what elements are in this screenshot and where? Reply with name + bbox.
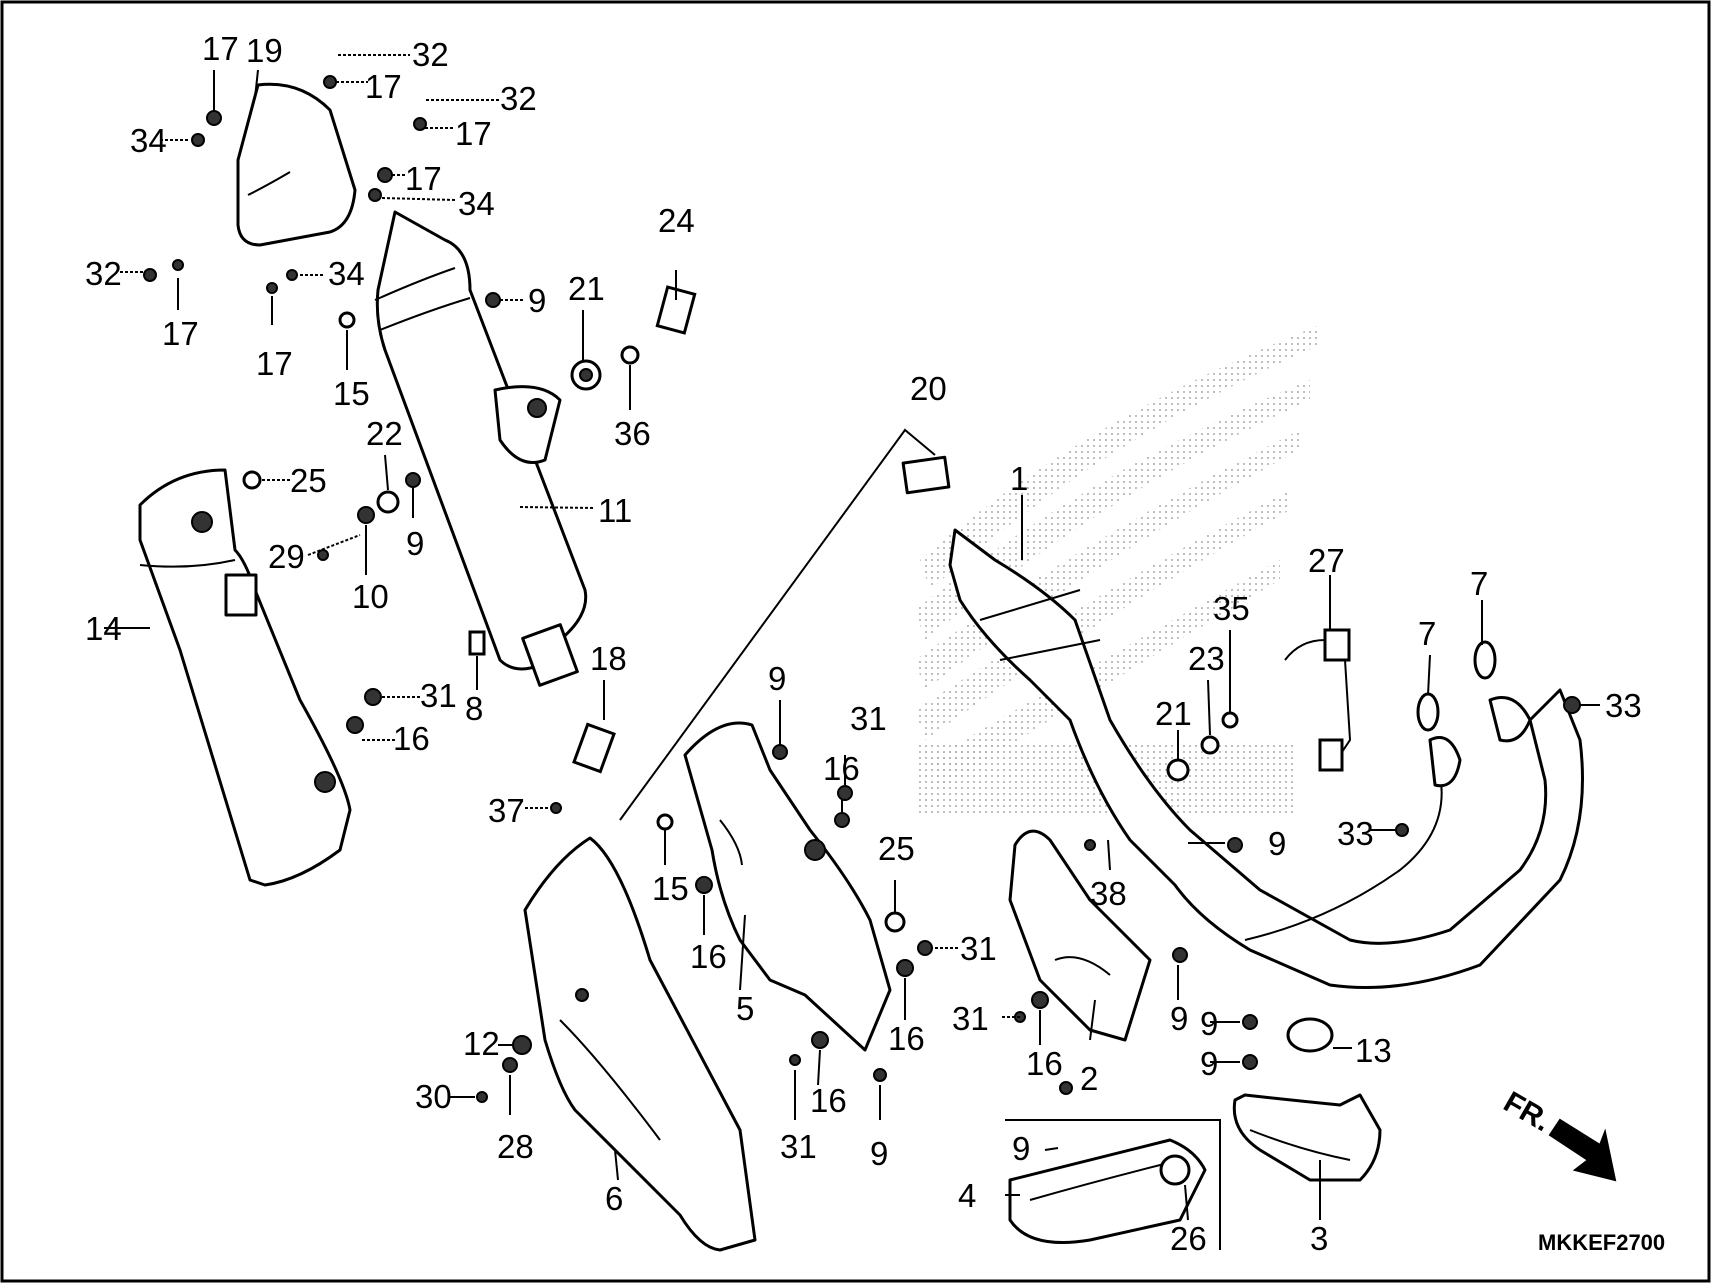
- callout-label: 15: [652, 870, 689, 907]
- callout-label: 2: [1080, 1060, 1098, 1097]
- callout-label: 32: [85, 255, 122, 292]
- callout-label: 1: [1010, 460, 1028, 497]
- callout-label: 12: [463, 1025, 500, 1062]
- front-direction-arrow: FR.: [1498, 1085, 1617, 1182]
- callout-label: 35: [1213, 590, 1250, 627]
- callout-label: 17: [365, 68, 402, 105]
- part-4-shield: [1005, 1119, 1221, 1250]
- callout-label: 33: [1605, 687, 1642, 724]
- callout-labels: 17 19 32 17 32 17 34 17 34 32 34 17 17 9…: [85, 30, 1642, 1257]
- callout-label: 9: [1170, 1000, 1188, 1037]
- callout-label: 8: [465, 690, 483, 727]
- callout-label: 32: [500, 80, 537, 117]
- callout-label: 17: [202, 30, 239, 67]
- diagram-code: MKKEF2700: [1538, 1230, 1665, 1255]
- callout-label: 18: [590, 640, 627, 677]
- callout-label: 17: [455, 115, 492, 152]
- part-6-lower-guard: [523, 836, 757, 1252]
- part-11-muffler: [374, 210, 588, 687]
- callout-label: 34: [328, 255, 365, 292]
- callout-label: 21: [568, 270, 605, 307]
- callout-label: 9: [870, 1135, 888, 1172]
- hardware: [143, 75, 1581, 1186]
- part-14-heat-guard: [138, 468, 352, 887]
- part-7-gasket-a: [1416, 692, 1440, 732]
- part-2-guard: [1008, 829, 1152, 1042]
- callout-label: 29: [268, 538, 305, 575]
- callout-label: 25: [290, 462, 327, 499]
- part-5-heat-guard: [683, 721, 892, 1052]
- callout-label: 21: [1155, 695, 1192, 732]
- callout-label: 16: [810, 1082, 847, 1119]
- part-13-ring: [1286, 1017, 1334, 1053]
- callout-label: 25: [878, 830, 915, 867]
- part-27-sensor: [1284, 628, 1352, 772]
- callout-label: 31: [420, 677, 457, 714]
- front-direction-label: FR.: [1498, 1085, 1556, 1138]
- callout-label: 9: [528, 282, 546, 319]
- part-3-shield: [1232, 1093, 1382, 1182]
- callout-label: 32: [412, 36, 449, 73]
- callout-label: 11: [598, 492, 632, 529]
- callout-label: 22: [366, 415, 403, 452]
- callout-label: 30: [415, 1078, 452, 1115]
- callout-label: 6: [605, 1180, 623, 1217]
- callout-label: 26: [1170, 1220, 1207, 1257]
- callout-label: 27: [1308, 542, 1345, 579]
- callout-label: 14: [85, 610, 122, 647]
- callout-label: 15: [333, 375, 370, 412]
- arrow-icon: [1548, 1118, 1617, 1182]
- callout-label: 7: [1418, 615, 1436, 652]
- callout-label: 3: [1310, 1220, 1328, 1257]
- callout-label: 37: [488, 792, 525, 829]
- callout-label: 33: [1337, 815, 1374, 852]
- part-19-cover: [236, 82, 357, 247]
- callout-label: 16: [888, 1020, 925, 1057]
- callout-label: 9: [1268, 825, 1286, 862]
- callout-label: 31: [960, 930, 997, 967]
- callout-label: 9: [768, 660, 786, 697]
- part-1-exhaust: [948, 528, 1584, 989]
- callout-label: 9: [1012, 1130, 1030, 1167]
- callout-label: 28: [497, 1128, 534, 1165]
- callout-label: 7: [1470, 565, 1488, 602]
- callout-label: 13: [1355, 1032, 1392, 1069]
- callout-label: 9: [406, 525, 424, 562]
- callout-label: 17: [162, 315, 199, 352]
- callout-label: 9: [1200, 1045, 1218, 1082]
- callout-label: 20: [910, 370, 947, 407]
- callout-label: 36: [614, 415, 651, 452]
- wing-watermark: [915, 325, 1320, 815]
- callout-label: 16: [823, 750, 860, 787]
- callout-label: 16: [690, 938, 727, 975]
- part-20-label: [619, 428, 951, 821]
- callout-label: 16: [1026, 1045, 1063, 1082]
- callout-label: 23: [1188, 640, 1225, 677]
- callout-label: 5: [736, 990, 754, 1027]
- callout-label: 31: [952, 1000, 989, 1037]
- part-7-gasket-b: [1473, 640, 1497, 680]
- callout-label: 16: [393, 720, 430, 757]
- callout-label: 34: [458, 185, 495, 222]
- callout-label: 31: [850, 700, 887, 737]
- callout-label: 9: [1200, 1005, 1218, 1042]
- callout-label: 17: [405, 160, 442, 197]
- callout-label: 38: [1090, 875, 1127, 912]
- callout-label: 10: [352, 578, 389, 615]
- callout-label: 24: [658, 202, 695, 239]
- callout-label: 17: [256, 345, 293, 382]
- callout-label: 34: [130, 122, 167, 159]
- callout-label: 31: [780, 1128, 817, 1165]
- callout-label: 19: [246, 32, 283, 69]
- leader-lines: [104, 54, 1600, 1221]
- callout-label: 4: [958, 1177, 976, 1214]
